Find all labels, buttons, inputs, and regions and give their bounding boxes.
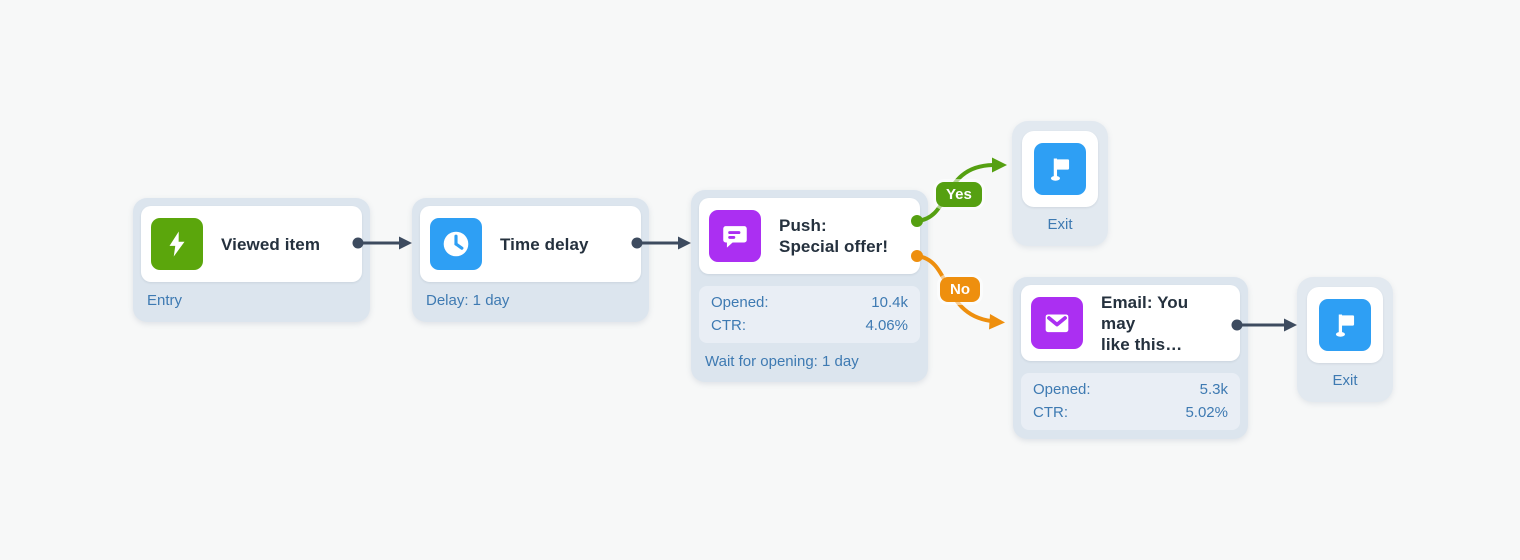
node-exit-bottom[interactable]: Exit <box>1297 277 1393 402</box>
arrowhead <box>992 157 1007 173</box>
stat-label: CTR: <box>711 317 746 334</box>
push-footer: Wait for opening: 1 day <box>705 353 859 370</box>
flag-icon <box>1319 299 1371 351</box>
chat-bubble-icon <box>709 210 761 262</box>
exit-bottom-card <box>1307 287 1383 363</box>
envelope-icon <box>1031 297 1083 349</box>
viewed-item-subtitle: Entry <box>147 292 183 309</box>
node-time-delay[interactable]: Time delay Delay: 1 day <box>412 198 649 322</box>
arrowhead <box>1284 318 1297 332</box>
stat-label: Opened: <box>711 294 769 311</box>
push-title: Push: Special offer! <box>779 215 888 257</box>
push-title-line2: Special offer! <box>779 237 889 256</box>
push-stat-opened: Opened: 10.4k <box>711 293 908 313</box>
branch-badge-no[interactable]: No <box>940 277 980 302</box>
exit-top-label: Exit <box>1047 216 1073 233</box>
stat-value: 10.4k <box>871 294 908 311</box>
arrowhead <box>989 314 1005 330</box>
lightning-icon <box>151 218 203 270</box>
email-stat-ctr: CTR: 5.02% <box>1033 403 1228 423</box>
email-title-line2: like this… <box>1101 334 1183 354</box>
push-stat-ctr: CTR: 4.06% <box>711 316 908 336</box>
clock-icon <box>430 218 482 270</box>
email-title-line1: Email: You may <box>1101 292 1189 333</box>
email-stat-opened: Opened: 5.3k <box>1033 380 1228 400</box>
node-push[interactable]: Push: Special offer! Opened: 10.4k CTR: … <box>691 190 928 382</box>
node-email[interactable]: Email: You may like this… Opened: 5.3k C… <box>1013 277 1248 439</box>
stat-label: CTR: <box>1033 404 1068 421</box>
email-title: Email: You may like this… <box>1101 292 1226 355</box>
stat-value: 5.3k <box>1199 381 1228 398</box>
node-exit-top[interactable]: Exit <box>1012 121 1108 246</box>
flag-icon <box>1034 143 1086 195</box>
arrowhead <box>678 236 691 250</box>
email-stats-panel: Opened: 5.3k CTR: 5.02% <box>1021 373 1240 430</box>
stat-value: 5.02% <box>1185 404 1228 421</box>
arrowhead <box>399 236 412 250</box>
viewed-item-card: Viewed item <box>141 206 362 282</box>
exit-bottom-label: Exit <box>1332 372 1358 389</box>
exit-top-card <box>1022 131 1098 207</box>
time-delay-title: Time delay <box>500 234 589 254</box>
viewed-item-title: Viewed item <box>221 234 321 254</box>
push-card: Push: Special offer! <box>699 198 920 274</box>
time-delay-card: Time delay <box>420 206 641 282</box>
push-title-line1: Push: <box>779 216 827 235</box>
email-card: Email: You may like this… <box>1021 285 1240 361</box>
stat-label: Opened: <box>1033 381 1091 398</box>
branch-badge-yes[interactable]: Yes <box>936 182 982 207</box>
time-delay-subtitle: Delay: 1 day <box>426 292 510 309</box>
stat-value: 4.06% <box>865 317 908 334</box>
node-viewed-item[interactable]: Viewed item Entry <box>133 198 370 322</box>
push-stats-panel: Opened: 10.4k CTR: 4.06% <box>699 286 920 343</box>
